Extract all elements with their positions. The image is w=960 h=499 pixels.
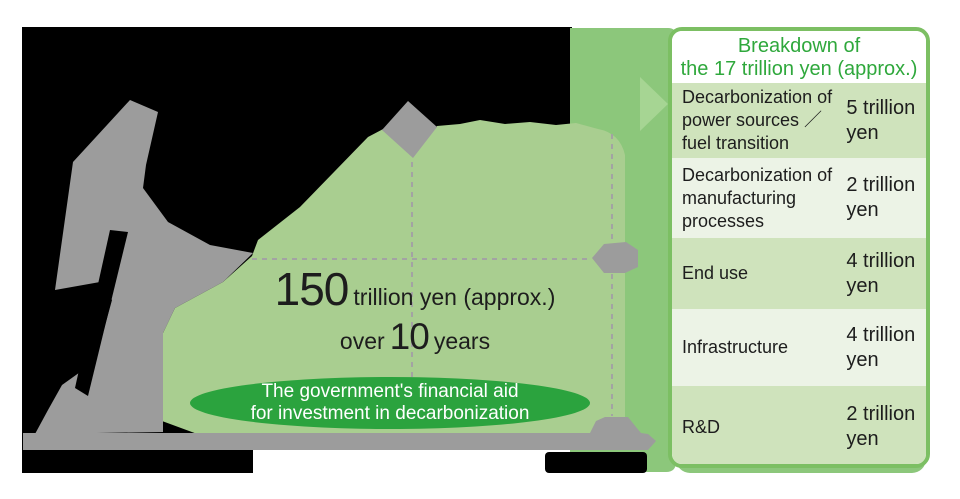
row-label: Decarbonization of power sources ／ fuel …: [682, 87, 833, 153]
timeline-marker-hexagon: [592, 242, 638, 273]
caption-blob: [545, 452, 647, 473]
green-arrow-tip: [640, 77, 668, 131]
breakdown-title-line1: Breakdown of: [737, 35, 861, 57]
row-label: Infrastructure: [682, 337, 789, 357]
row-label: Decarbonization of manufacturing process…: [682, 164, 833, 231]
government-aid-line1: The government's financial aid: [261, 381, 519, 402]
row-label: R&D: [682, 416, 721, 437]
total-investment-text: 150 trillion yen (approx.) over 10 years: [245, 266, 585, 355]
row-value: 2 trillion yen: [846, 174, 916, 221]
table-row: End use 4 trillion yen: [672, 238, 926, 309]
duration-value: 10: [389, 316, 430, 357]
duration-suffix: years: [433, 328, 491, 354]
row-value: 5 trillion yen: [846, 96, 916, 144]
total-amount-value: 150: [274, 263, 350, 315]
duration-prefix: over: [339, 328, 385, 354]
total-amount-unit: trillion yen (approx.): [353, 284, 556, 310]
timeline-marker-diamond: [382, 101, 437, 158]
growth-band-gray: [35, 100, 253, 434]
table-row: R&D 2 trillion yen: [672, 386, 926, 464]
breakdown-table: Breakdown of the 17 trillion yen (approx…: [668, 27, 930, 468]
row-value: 4 trillion yen: [846, 249, 916, 297]
table-row: Decarbonization of power sources ／ fuel …: [672, 83, 926, 158]
total-investment-line1: 150 trillion yen (approx.): [245, 266, 585, 312]
baseline-bar: [23, 417, 656, 450]
table-row: Infrastructure 4 trillion yen: [672, 309, 926, 386]
gray-band-gap: [75, 230, 128, 396]
table-row: Decarbonization of manufacturing process…: [672, 158, 926, 238]
row-value: 4 trillion yen: [846, 323, 916, 371]
row-label: End use: [682, 263, 749, 283]
government-aid-badge: The government's financial aid for inves…: [190, 377, 590, 429]
government-aid-line2: for investment in decarbonization: [250, 403, 530, 424]
total-investment-line2: over 10 years: [245, 318, 585, 355]
investment-area: [162, 120, 625, 435]
breakdown-table-header: Breakdown of the 17 trillion yen (approx…: [672, 31, 926, 83]
breakdown-title-line2: the 17 trillion yen (approx.): [680, 58, 918, 80]
row-value: 2 trillion yen: [846, 403, 916, 450]
